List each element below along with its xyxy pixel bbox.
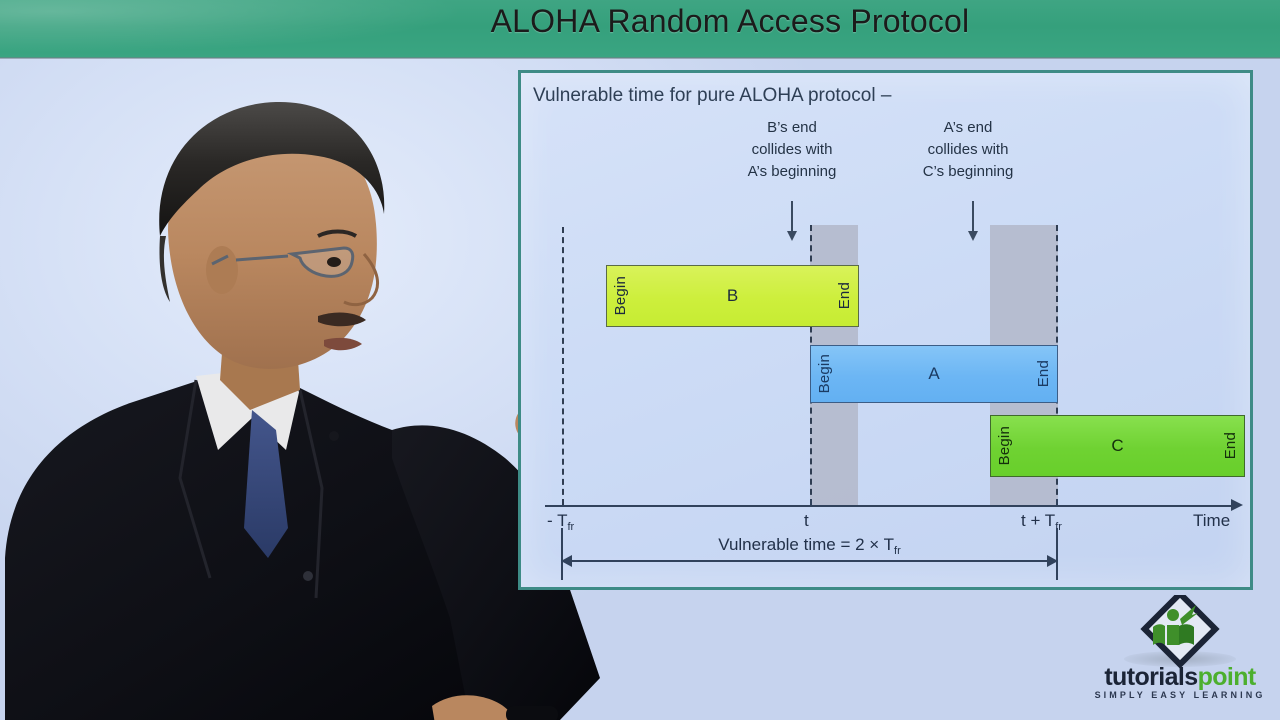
lapel-mic [329, 431, 339, 441]
frame-a-label: A [928, 364, 940, 383]
presentation-remote [506, 706, 558, 720]
slide-heading: Vulnerable time for pure ALOHA protocol … [533, 85, 892, 106]
eyebrow [317, 229, 358, 238]
axis-label-t: t [804, 511, 809, 530]
eye [327, 257, 341, 267]
logo-diamond-icon [1140, 595, 1220, 669]
measure-label: Vulnerable time = 2 × Tfr [718, 535, 901, 557]
frame-bar-c: Begin C End [990, 415, 1245, 477]
logo-tagline: SIMPLY EASY LEARNING [1094, 690, 1266, 700]
raised-arm [392, 425, 600, 720]
measure-arrow-right-icon [1047, 555, 1058, 567]
axis-label-neg-tfr: - Tfr [547, 511, 575, 533]
title-banner: ALOHA Random Access Protocol [0, 0, 1280, 58]
arrow-down-icon-b [787, 201, 797, 241]
necktie [244, 410, 288, 558]
frame-c-end-label: End [1222, 432, 1239, 460]
frame-bar-b: Begin B End [606, 265, 859, 327]
frame-a-begin-label: Begin [816, 354, 833, 394]
measure-tick-right [1056, 528, 1058, 580]
lower-hand [432, 695, 514, 720]
page-title: ALOHA Random Access Protocol [0, 3, 1280, 40]
annotation-b-line2: collides with [751, 140, 833, 158]
banner-underline [0, 57, 1280, 59]
axis-label-t-plus-tfr: t + Tfr [1021, 511, 1062, 533]
ear [206, 246, 238, 294]
frame-b-label: B [726, 286, 739, 305]
arrow-down-icon-a [968, 201, 978, 241]
logo-spark-icon [1180, 605, 1198, 625]
measure-arrow-left-icon [561, 555, 572, 567]
annotation-a-line3: C’s beginning [922, 162, 1014, 180]
mouth [324, 337, 362, 351]
glasses [211, 246, 355, 278]
logo-head-icon [1167, 609, 1179, 621]
frame-b-end-label: End [836, 282, 853, 310]
logo-wordmark: tutorialspoint [1088, 663, 1272, 692]
slide-board: Vulnerable time for pure ALOHA protocol … [518, 70, 1253, 590]
measure-line [562, 560, 1057, 562]
tutorialspoint-logo: tutorialspoint SIMPLY EASY LEARNING [1088, 595, 1272, 713]
axis-tick-t [810, 499, 812, 506]
frame-bar-a: Begin A End [810, 345, 1058, 403]
hair [159, 101, 385, 236]
time-axis [545, 505, 1235, 507]
nose [343, 253, 380, 307]
axis-tick-t-plus-tfr [1056, 499, 1058, 506]
suit-button [303, 571, 313, 581]
presenter-video [5, 101, 640, 720]
frame-b-begin-label: Begin [612, 276, 629, 316]
annotation-a-line1: A’s end [943, 119, 993, 136]
annotation-b-line1: B’s end [767, 119, 817, 136]
annotation-a-line2: collides with [927, 140, 1009, 158]
annotation-b-collision: B’s end collides with A’s beginning [717, 117, 867, 182]
measure-tick-left [561, 528, 563, 580]
guide-line-neg-tfr [562, 227, 564, 505]
logo-word-tutorials: tutorials [1104, 663, 1198, 691]
page-title-text: ALOHA Random Access Protocol [490, 3, 970, 39]
frame-a-end-label: End [1035, 360, 1052, 388]
time-axis-arrowhead-icon [1231, 499, 1243, 511]
moustache [318, 312, 366, 327]
logo-word-point: point [1197, 663, 1257, 691]
head [168, 119, 377, 369]
annotation-b-line3: A’s beginning [747, 162, 837, 180]
annotation-a-collision: A’s end collides with C’s beginning [893, 117, 1043, 182]
frame-c-label: C [1111, 436, 1124, 455]
frame-c-begin-label: Begin [996, 426, 1013, 466]
axis-label-time: Time [1193, 511, 1231, 530]
